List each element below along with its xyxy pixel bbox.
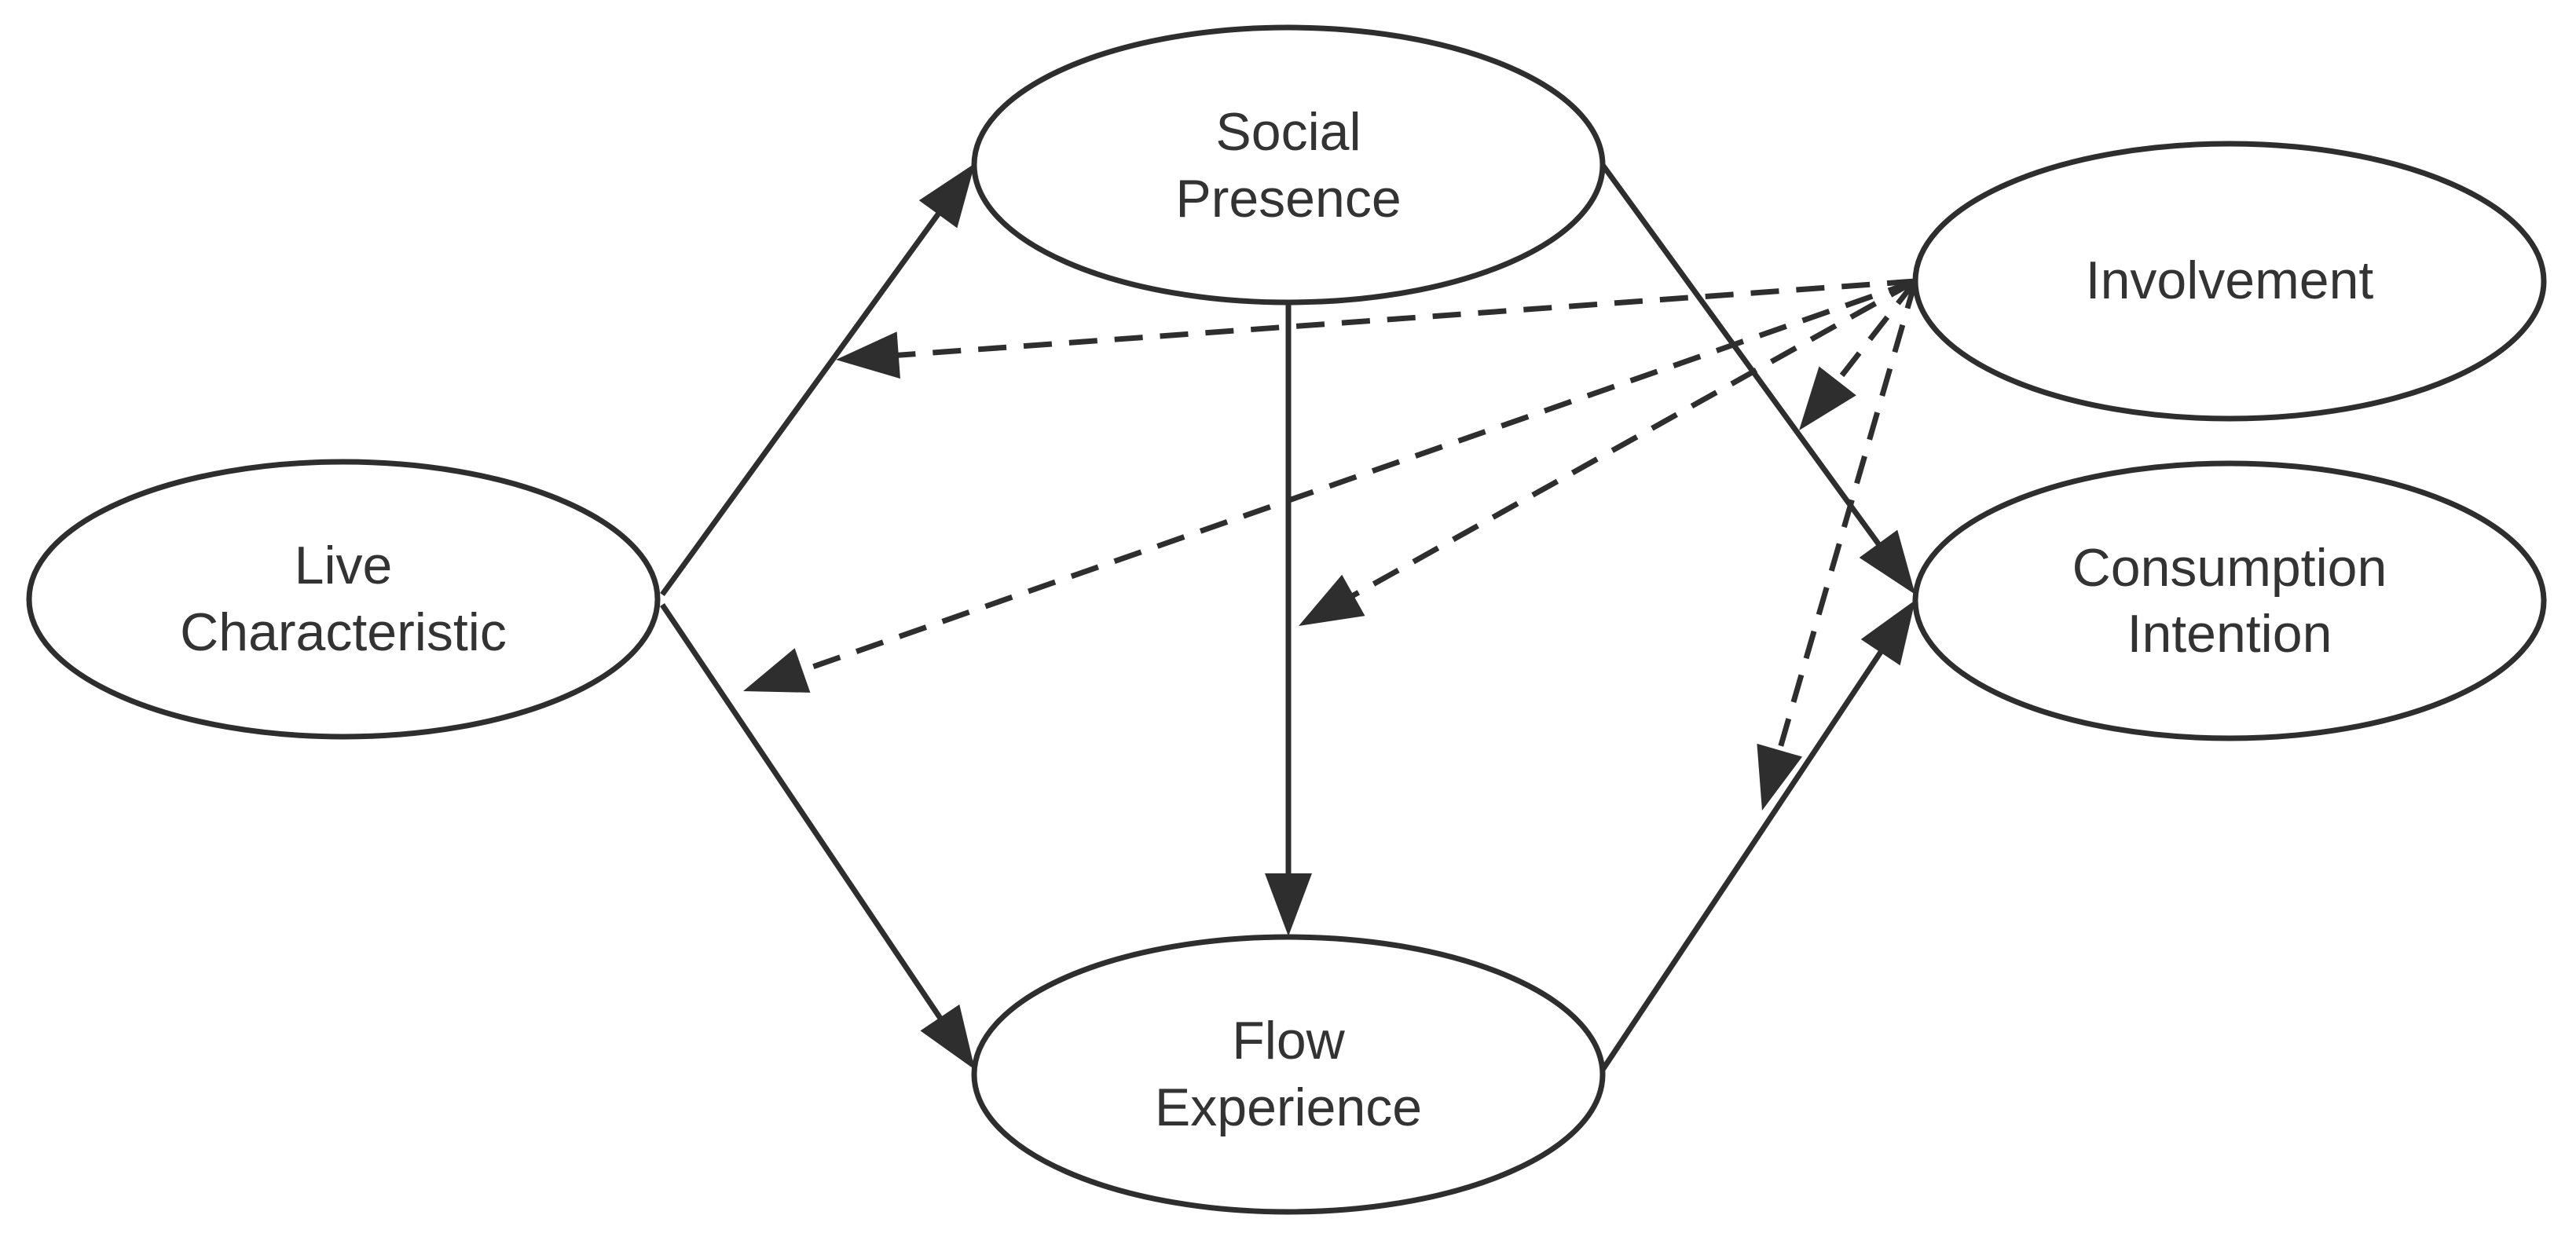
moderation-arrow-social-consumption-arrowhead	[1799, 366, 1856, 430]
node-live-characteristic-shape	[26, 459, 661, 740]
moderation-arrow-live-social-arrowhead	[836, 331, 900, 379]
moderation-arrow-flow-consumption-arrowhead	[1757, 743, 1803, 811]
moderation-arrow-social-consumption-line	[1827, 279, 1918, 393]
moderation-arrow-social-consumption	[1799, 279, 1918, 430]
node-consumption-intention-label-line2: Intention	[2127, 604, 2332, 664]
path-arrow-live-flow	[660, 603, 975, 1070]
path-arrow-live-flow-line	[660, 603, 950, 1030]
node-social-presence-shape	[971, 24, 1606, 306]
path-arrow-live-social-line	[660, 202, 948, 597]
path-arrow-flow-consumption-arrowhead	[1860, 600, 1915, 666]
path-arrow-social-consumption	[1600, 163, 1915, 595]
node-social-presence-label-line2: Presence	[1175, 169, 1401, 229]
node-involvement-shape	[1912, 141, 2547, 422]
edges-layer	[660, 163, 1918, 1071]
node-live-characteristic: Live Characteristic	[26, 459, 661, 740]
moderation-arrow-social-flow	[1299, 278, 1917, 626]
path-arrow-social-consumption-arrowhead	[1859, 529, 1915, 595]
path-arrow-live-social-arrowhead	[918, 163, 975, 229]
node-involvement-label: Involvement	[2086, 251, 2374, 310]
node-consumption-intention-shape	[1912, 460, 2547, 741]
node-flow-experience-label-line2: Experience	[1155, 1078, 1422, 1137]
node-consumption-intention: Consumption Intention	[1912, 460, 2547, 741]
node-live-characteristic-label-line2: Characteristic	[180, 602, 507, 662]
node-live-characteristic-label-line1: Live	[295, 536, 393, 595]
moderation-arrow-live-social-line	[885, 278, 1916, 359]
node-flow-experience: Flow Experience	[971, 934, 1606, 1215]
path-arrow-social-flow	[1265, 302, 1312, 936]
node-consumption-intention-label-line1: Consumption	[2072, 538, 2387, 598]
moderation-arrow-live-flow-line	[790, 278, 1917, 678]
path-arrow-flow-consumption-line	[1600, 640, 1890, 1071]
node-involvement: Involvement	[1912, 141, 2547, 422]
path-arrow-live-flow-arrowhead	[920, 1004, 975, 1070]
moderation-arrow-social-flow-line	[1341, 278, 1917, 604]
path-arrow-flow-consumption	[1600, 600, 1915, 1071]
moderation-arrow-flow-consumption-line	[1773, 280, 1918, 763]
path-arrow-live-social	[660, 163, 975, 597]
path-arrow-social-consumption-line	[1600, 163, 1889, 556]
node-social-presence: Social Presence	[971, 24, 1606, 306]
moderation-arrow-social-flow-arrowhead	[1299, 574, 1365, 626]
node-flow-experience-label-line1: Flow	[1232, 1011, 1345, 1070]
moderation-arrow-live-flow-arrowhead	[743, 648, 811, 693]
moderation-arrow-flow-consumption	[1757, 280, 1918, 811]
node-flow-experience-shape	[971, 934, 1606, 1215]
moderation-arrow-live-flow	[743, 278, 1917, 693]
path-arrow-social-flow-arrowhead	[1265, 873, 1312, 936]
moderation-arrow-live-social	[836, 278, 1916, 379]
node-social-presence-label-line1: Social	[1215, 102, 1361, 162]
